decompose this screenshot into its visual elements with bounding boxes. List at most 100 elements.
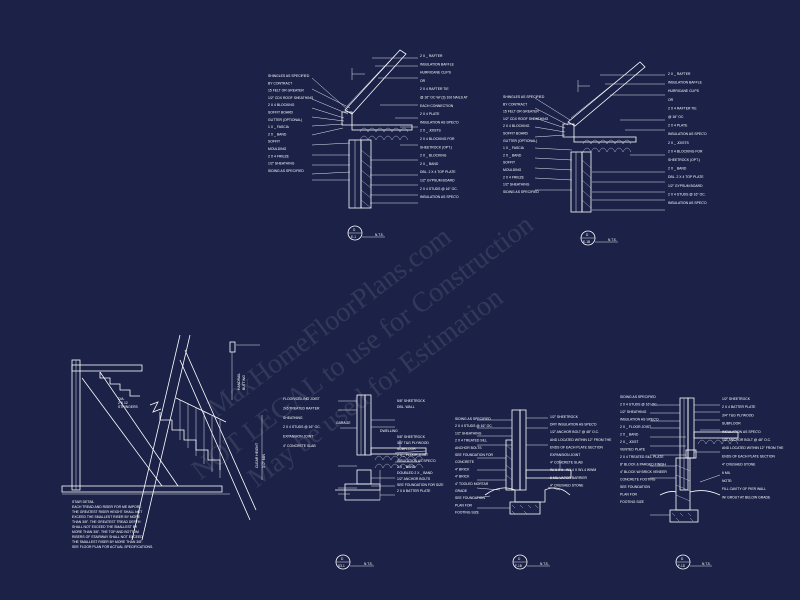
eave-b-tag-top: D [586, 233, 589, 237]
eave-a-left-labels-item: 15 FELT OR GREATER [268, 89, 304, 93]
crawl-left-labels-item: 2 X _ JOIST [620, 440, 638, 444]
eave-a-right-labels-item: INSULATION AS SPEC'D [420, 195, 459, 199]
stair-notes-item: EACH TREAD AND RISER FOR ME IMPORT, [72, 505, 142, 509]
slab-left-labels-item: 2 X 4 TREATED SILL [455, 439, 487, 443]
crawl-left-labels-item: 2 X _ BAND [620, 433, 639, 437]
eave-b-right-labels-item: SHEETROCK (OPT.) [668, 158, 700, 162]
floor-mid-1: DWELLING [380, 429, 398, 433]
eave-a-left-labels-item: 2 X 4 FRIEZE [268, 154, 290, 158]
floor-note: N.T.S. [364, 562, 373, 566]
stair-notes-item: THE GREATEST RISER HEIGHT SHALL NOT [72, 510, 142, 514]
slab-left-labels-item: GRADE [455, 489, 468, 493]
eave-b-right-labels-item: INSULATION BAFFLE [668, 81, 703, 85]
slab-left-labels-item: SEE FOUNDATION [455, 496, 485, 500]
slab-right-labels-item: 1/2" ANCHOR BOLT @ 48" O.C. [550, 430, 599, 434]
crawl-left-labels-item: FOOTING SIZE [620, 500, 645, 504]
floor-right-labels-item: 3/4" T&G PLYWOOD [397, 441, 429, 445]
eave-a-left-labels-item: SOFFIT [268, 140, 280, 144]
eave-a-right-labels-item: DBL. 2 X 4 TOP PLATE [420, 170, 456, 174]
eave-a-tag-bottom: E-1 [351, 235, 356, 239]
slab-left-labels-item: 1/2" SHEATHING [455, 431, 482, 435]
floor-right-labels-item: 5/8" SHEETROCK [397, 399, 426, 403]
crawl-right-labels-item: INSULATION AS SPEC'D [722, 430, 761, 434]
eave-b-left-labels-item: SOFFIT BOARD [503, 132, 529, 136]
slab-left-labels-item: ANCHOR BOLTS [455, 446, 482, 450]
crawl-right-labels-item: SUBFLOOR [722, 422, 741, 426]
stair-label-7: 3'-0" MIN [262, 454, 266, 468]
eave-b-left-labels-item: 2 X 4 BLOCKING [503, 124, 530, 128]
floor-right-labels-item: SEE FOUNDATION FOR SIZE [397, 483, 444, 487]
eave-b-left-labels-item: SOFFIT [503, 161, 515, 165]
stair-detail: HANDRAIL BUTTING DIA. 2 X 12 STRINGERS C… [61, 334, 266, 549]
floor-detail: D S3-1 N.T.S. GARAGE DWELLING FLOOR/CEIL… [283, 394, 444, 570]
eave-a-right-labels-item: @ 16" OC W/ (3) 10d NAILS AT [420, 96, 468, 100]
floor-right-labels-item: 2 X _ FLOOR JOIST [397, 453, 428, 457]
eave-b-left-labels-item: 2 X _ BAND [503, 153, 522, 157]
stair-label-2: DIA. [118, 397, 125, 401]
eave-a-right-labels-item: HURRICANE CLIPS [420, 71, 452, 75]
eave-b-right-labels-item: 2 X _ BAND [668, 167, 687, 171]
slab-right-labels-item: ENDS OF EACH PLATE SECTION [550, 445, 603, 449]
eave-b-right-labels-item: INSULATION AS SPEC'D [668, 201, 707, 205]
crawl-right-labels-item: 1/2" SHEETROCK [722, 397, 751, 401]
slab-tag-top: D [518, 557, 521, 561]
crawl-right-labels-item: 1/2" ANCHOR BOLT @ 48" O.C. [722, 438, 771, 442]
stair-notes-item: RISERS OF STAIRWAY SHALL NOT EXCEED [72, 535, 143, 539]
floor-right-labels-item: 2 X _ BAND [397, 465, 416, 469]
slab-right-labels-item: EXPANSION JOINT [550, 453, 580, 457]
crawl-left-labels-item: 2 X _ FLOOR JOIST [620, 425, 651, 429]
slab-right-labels-item: 4" CONCRETE SLAB [550, 461, 583, 465]
eave-b-left-labels-item: BY CONTRACT [503, 102, 527, 106]
crawl-right-labels-item: AND LOCATED WITHIN 12" FROM THE [722, 446, 784, 450]
eave-a-right-labels-item: 2 X _ JOISTS [420, 129, 441, 133]
eave-a-left-labels-item: SIDING AS SPECIFIED [268, 169, 304, 173]
eave-a-right-labels-item: 1/2" GYPSUM BOARD [420, 179, 455, 183]
crawl-left-labels-item: 2 X 4 TREATED SILL PLATE [620, 455, 664, 459]
eave-a-left-labels-item: 2 X _ BAND [268, 132, 287, 136]
eave-b-right-labels-item: @ 16" OC [668, 115, 684, 119]
crawl-note: N.T.S. [702, 562, 711, 566]
crawl-right-labels-item: ENDS OF EACH PLATE SECTION [722, 454, 775, 458]
eave-b-right-labels-item: OR [668, 98, 674, 102]
stair-notes-item: THAN 3/8". THE GREATEST TREAD DEPTH [72, 520, 141, 524]
eave-b-right-labels-item: 2 X 4 PLATE [668, 124, 688, 128]
floor-left-labels-item: EXPANSION JOINT [283, 435, 313, 439]
eave-a-left-labels-item: MOULDING [268, 147, 287, 151]
eave-b-left-labels-item: 1 X _ FASCIA [503, 146, 525, 150]
stair-notes-item: MORE THAN 3/8". THE TOP AND BOTTOM [72, 530, 139, 534]
eave-a-left-labels-item: BY CONTRACT [268, 81, 292, 85]
crawl-tag-top: D [681, 557, 684, 561]
eave-b-right-labels-item: 2 X 4 BLOCKING FOR [668, 149, 703, 153]
eave-a-right-labels-item: INSULATION AS SPEC'D [420, 120, 459, 124]
eave-b-left-labels-item: SHINGLES AS SPECIFIED [503, 95, 545, 99]
crawl-left-labels-item: PLAN FOR [620, 493, 638, 497]
eave-b-right-labels-item: 1/2" GYPSUM BOARD [668, 184, 703, 188]
stair-label-4: STRINGERS [118, 405, 139, 409]
eave-a-right-labels-item: 2 X 4 RAFTER TIE [420, 87, 449, 91]
floor-right-labels-item: 2 X 6 BATTER PLATE [397, 489, 431, 493]
eave-a-left-labels-item: 1/2" SHEATHING [268, 162, 295, 166]
floor-right-labels-item: INSULATION AS SPEC'D [397, 459, 436, 463]
crawl-left-labels-item: 1/2" SHEATHING [620, 410, 647, 414]
eave-b-right-labels-item: INSULATION AS SPEC'D [668, 132, 707, 136]
stair-notes-item: THE SMALLEST RISER BY MORE THAN 3/8". [72, 540, 143, 544]
floor-right-labels-item: DOUBLED 2 X _ BAND [397, 471, 433, 475]
slab-left-labels-item: CONCRETE [455, 460, 475, 464]
slab-left-labels-item: SIDING AS SPECIFIED [455, 417, 491, 421]
floor-right-labels-item: DBL. WALL [397, 405, 415, 409]
slab-left-labels-item: 4" BRICK [455, 475, 470, 479]
eave-a-right-labels-item: SHEETROCK (OPT.) [420, 145, 452, 149]
crawl-right-labels-item: 2 X 4 BATTER PLATE [722, 405, 756, 409]
eave-b-right-labels-item: 2 X 4 RAFTER TIE [668, 106, 697, 110]
eave-a-right-labels-item: EACH CONNECTION [420, 104, 454, 108]
